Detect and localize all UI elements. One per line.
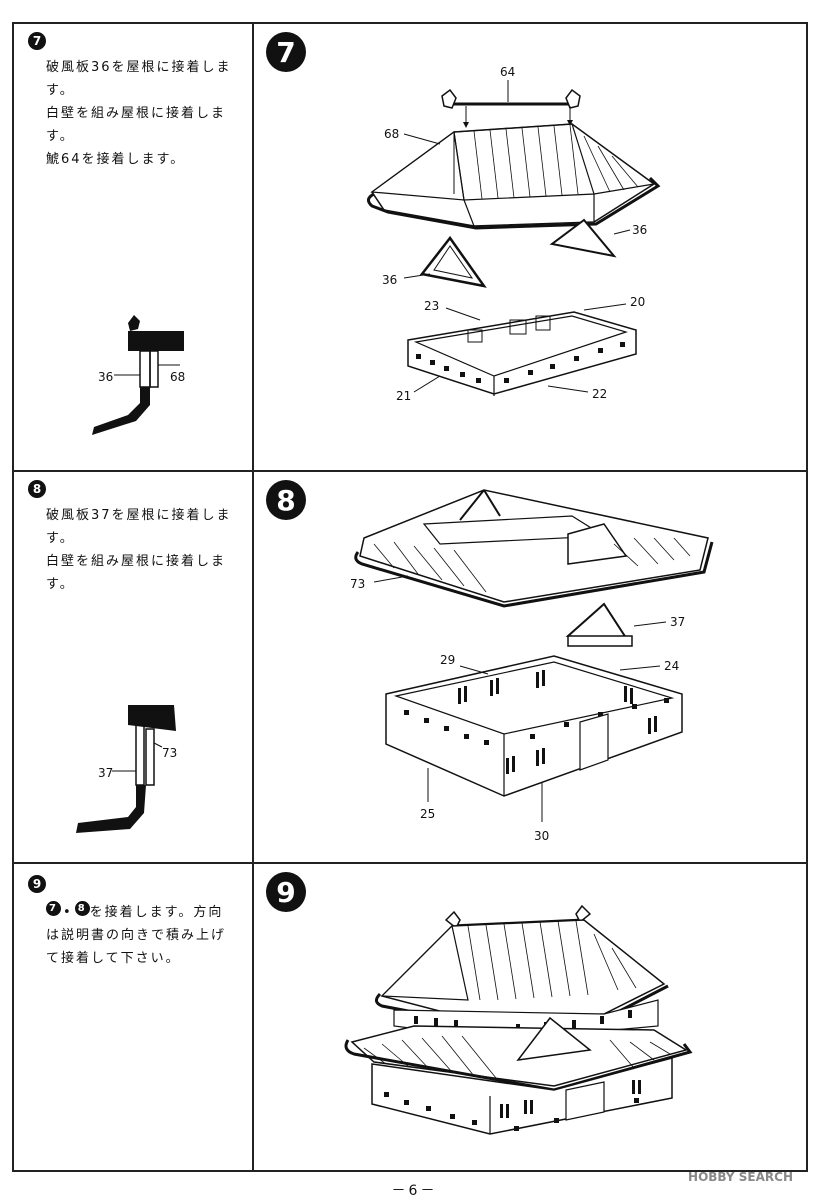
- wall-box: [385, 655, 683, 797]
- step-7-instructions: 破風板36を屋根に接着しま す。 白壁を組み屋根に接着しま す。 鯱64を接着し…: [46, 60, 232, 167]
- label-64: 64: [500, 65, 515, 79]
- step-9-assembled-diagram: [344, 904, 693, 1135]
- ref-step-7-badge: 7: [46, 901, 61, 916]
- label-68-main: 68: [384, 127, 399, 141]
- label-25: 25: [420, 807, 435, 821]
- label-22: 22: [592, 387, 607, 401]
- page-number: －6－: [391, 1183, 438, 1199]
- column-divider: [252, 22, 254, 1172]
- label-24: 24: [664, 659, 679, 673]
- label-29: 29: [440, 653, 455, 667]
- step-8-assembly-diagram: 73 37 29 24 25 30: [350, 489, 714, 843]
- shachi-icon: [128, 315, 140, 331]
- step-7-badge: 7: [28, 32, 46, 50]
- wall-frame: [407, 311, 637, 396]
- watermark: HOBBY SEARCH: [688, 1170, 793, 1184]
- gable-board-36-right: [549, 218, 617, 258]
- ref-step-8-badge: 8: [74, 901, 90, 916]
- step-9-big-badge: 9: [266, 872, 306, 912]
- step-7-assembly-diagram: 64 68 36 36: [367, 65, 661, 403]
- label-23: 23: [424, 299, 439, 313]
- roof-lower: [354, 489, 714, 608]
- row-divider-1: [12, 470, 808, 472]
- shachi-left-icon: [441, 88, 457, 109]
- label-36-right: 36: [632, 223, 647, 237]
- step-8-big-badge: 8: [266, 480, 306, 520]
- step-8-detail-diagram: 37 73: [76, 705, 177, 833]
- page-frame: [12, 22, 808, 1172]
- label-37: 37: [98, 766, 113, 780]
- roof-upper: [367, 123, 661, 230]
- label-21: 21: [396, 389, 411, 403]
- step-9-badge: 9: [28, 875, 46, 893]
- label-20: 20: [630, 295, 645, 309]
- label-68: 68: [170, 370, 185, 384]
- label-30: 30: [534, 829, 549, 843]
- label-73-main: 73: [350, 577, 365, 591]
- assembled-castle: [344, 904, 693, 1135]
- step-8-badge: 8: [28, 480, 46, 498]
- label-37-main: 37: [670, 615, 685, 629]
- shachi-right-icon: [565, 88, 581, 109]
- step-8-instructions: 破風板37を屋根に接着しま す。 白壁を組み屋根に接着しま す。: [46, 508, 232, 592]
- label-73: 73: [162, 746, 177, 760]
- row-divider-2: [12, 862, 808, 864]
- label-36: 36: [98, 370, 113, 384]
- step-7-big-badge: 7: [266, 32, 306, 72]
- step-8-text: 8 破風板37を屋根に接着しま す。 白壁を組み屋根に接着しま す。: [28, 480, 244, 596]
- step-9-instructions-text: を接着します。方向 は説明書の向きで積み上げ て接着して下さい。: [46, 905, 227, 966]
- label-36-left: 36: [382, 273, 397, 287]
- step-7-detail-diagram: 36 68: [92, 315, 185, 435]
- step-7-text: 7 破風板36を屋根に接着しま す。 白壁を組み屋根に接着しま す。 鯱64を接…: [28, 32, 244, 171]
- gable-board-36-left: [419, 235, 487, 288]
